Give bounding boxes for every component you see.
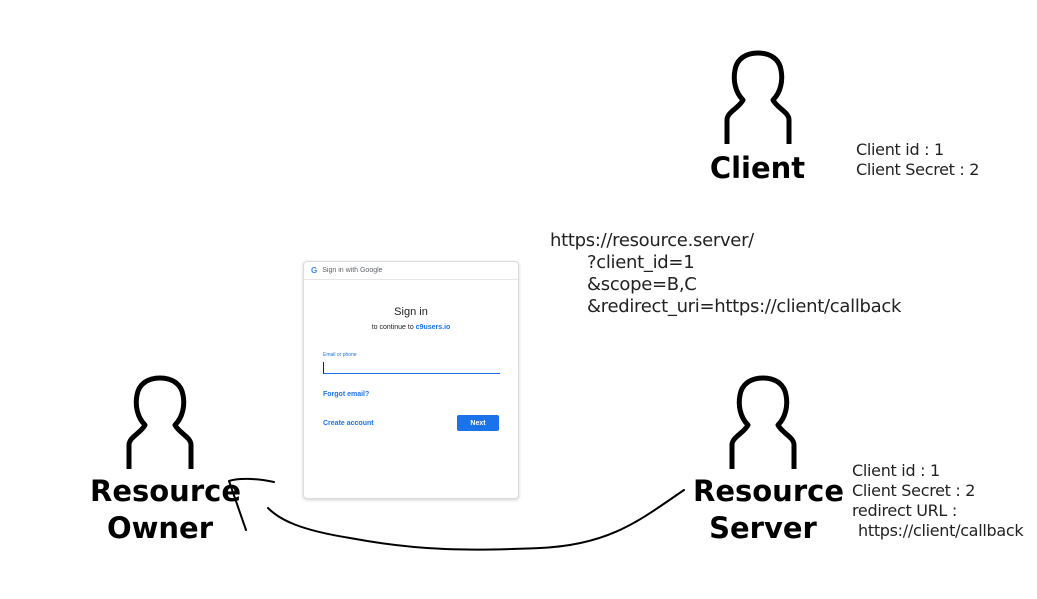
- url-redirect-param: &redirect_uri=https://client/callback: [587, 296, 902, 317]
- url-base: https://resource.server/: [550, 230, 754, 251]
- signin-card-header: G Sign in with Google: [304, 262, 518, 280]
- server-client-id-text: Client id : 1: [852, 461, 940, 480]
- server-info: Client id : 1 Client Secret : 2 redirect…: [852, 461, 1024, 541]
- forgot-email-link[interactable]: Forgot email?: [323, 391, 370, 398]
- server-client-secret-text: Client Secret : 2: [852, 481, 976, 500]
- url-client-id-param: ?client_id=1: [587, 252, 695, 273]
- server-redirect-value: https://client/callback: [858, 521, 1024, 540]
- server-redirect-label: redirect URL :: [852, 501, 957, 520]
- resource-server-actor: Resource Server: [693, 375, 844, 547]
- resource-server-label-line2: Server: [709, 511, 817, 545]
- signin-header-text: Sign in with Google: [322, 267, 383, 274]
- signin-subtitle-prefix: to continue to: [371, 324, 414, 331]
- next-button[interactable]: Next: [457, 415, 499, 431]
- signin-subtitle: to continue to c9users.io: [304, 324, 518, 331]
- signin-subtitle-domain: c9users.io: [415, 324, 451, 331]
- resource-server-label-line1: Resource: [693, 474, 844, 508]
- email-input[interactable]: [323, 362, 500, 374]
- create-account-link[interactable]: Create account: [323, 419, 374, 427]
- client-secret-text: Client Secret : 2: [856, 160, 980, 179]
- google-g-icon: G: [311, 266, 318, 275]
- email-field-label: Email or phone: [323, 352, 357, 358]
- client-label: Client: [709, 151, 806, 185]
- resource-owner-actor: Resource Owner: [90, 375, 241, 547]
- client-id-text: Client id : 1: [856, 140, 944, 159]
- client-actor: Client: [700, 50, 815, 187]
- google-signin-card: G Sign in with Google Sign in to continu…: [303, 261, 519, 499]
- resource-owner-label-line1: Resource: [90, 474, 241, 508]
- resource-server-person-icon: [729, 375, 797, 469]
- authorization-url: https://resource.server/ ?client_id=1 &s…: [550, 230, 901, 318]
- signin-title: Sign in: [394, 306, 428, 318]
- resource-owner-label-line2: Owner: [106, 511, 214, 545]
- resource-owner-person-icon: [126, 375, 194, 469]
- signin-actions: Create account Next: [323, 415, 499, 431]
- url-scope-param: &scope=B,C: [587, 274, 697, 295]
- client-info: Client id : 1 Client Secret : 2: [856, 140, 980, 180]
- client-person-icon: [724, 50, 791, 144]
